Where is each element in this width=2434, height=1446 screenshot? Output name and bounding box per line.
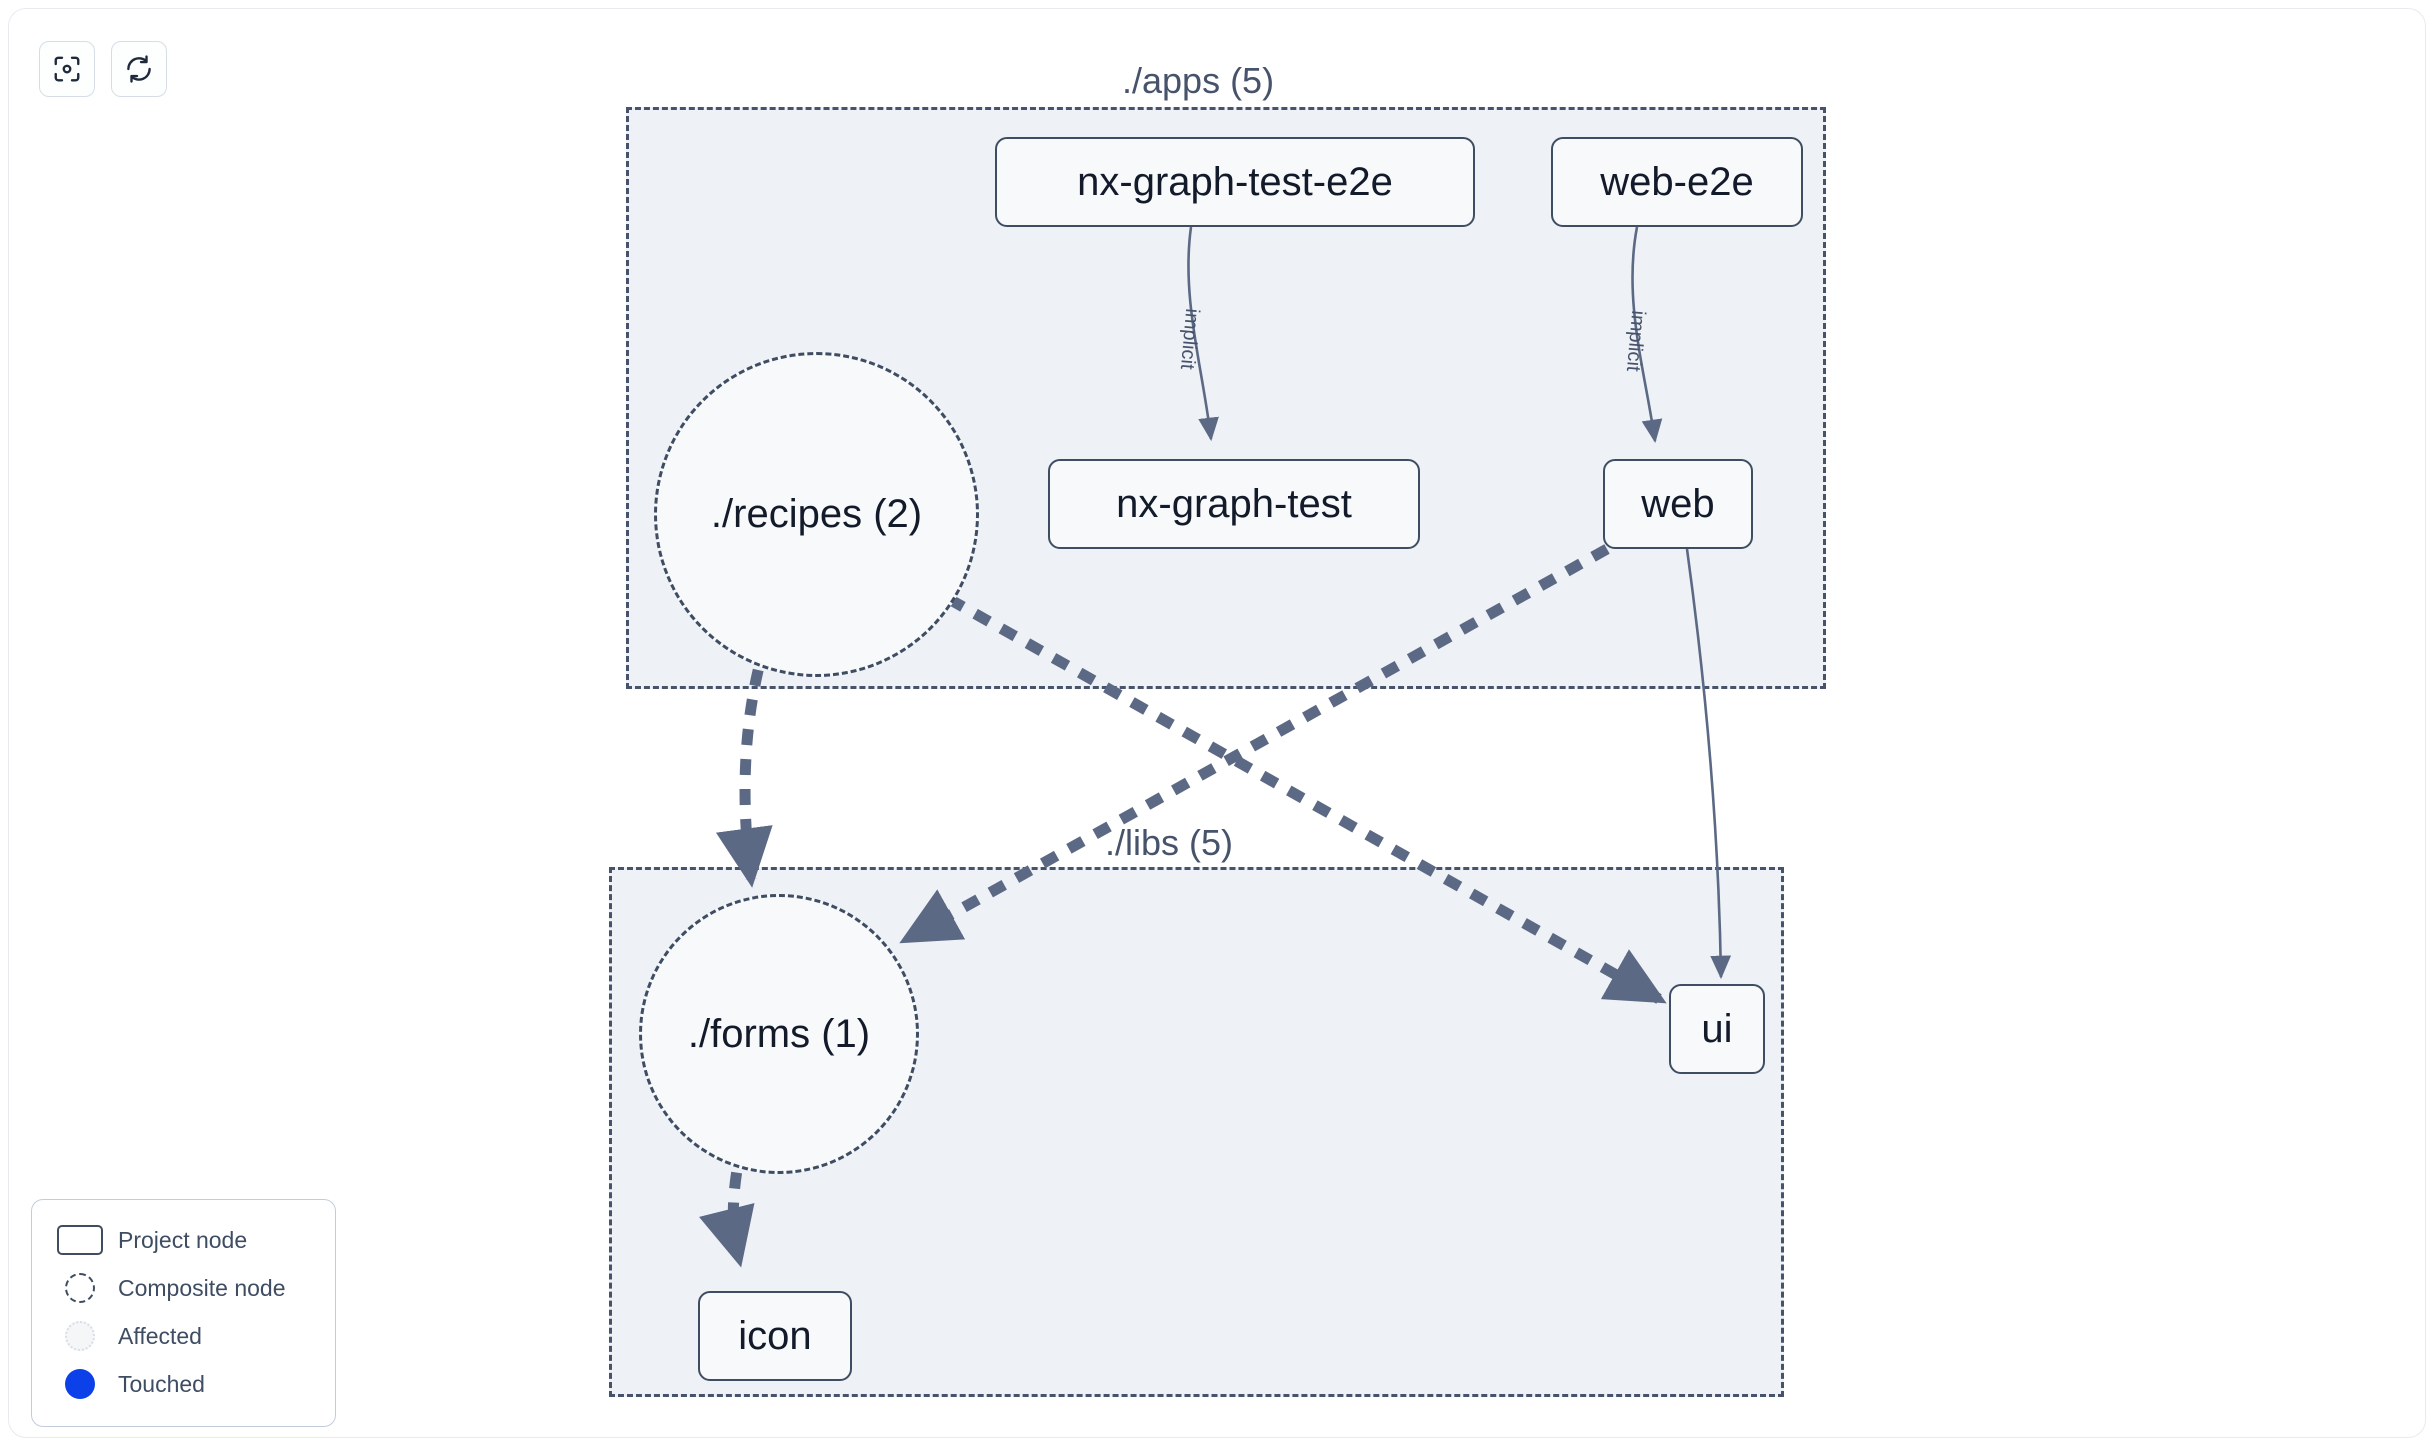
project-node-icon[interactable]: icon: [698, 1291, 852, 1381]
project-node-nx-graph-test[interactable]: nx-graph-test: [1048, 459, 1420, 549]
legend-item-touched: Touched: [54, 1360, 317, 1408]
composite-node-swatch: [54, 1271, 106, 1305]
refresh-graph-button[interactable]: [111, 41, 167, 97]
project-node-nx-graph-test-e2e[interactable]: nx-graph-test-e2e: [995, 137, 1475, 227]
composite-node-recipes[interactable]: ./recipes (2): [654, 352, 979, 677]
refresh-icon: [124, 54, 154, 84]
project-node-web[interactable]: web: [1603, 459, 1753, 549]
group-label-apps: ./apps (5): [1122, 60, 1275, 101]
focus-target-icon: [52, 54, 82, 84]
composite-node-forms[interactable]: ./forms (1): [639, 894, 919, 1174]
edge-label-implicit-nx-graph-test: implicit: [1175, 307, 1204, 371]
graph-canvas[interactable]: ./apps (5) ./libs (5): [9, 9, 2425, 1437]
legend-label: Project node: [118, 1226, 248, 1253]
edge-label-implicit-web: implicit: [1621, 309, 1650, 373]
project-node-swatch: [54, 1223, 106, 1257]
legend-label: Affected: [118, 1322, 202, 1349]
graph-app-card: ./apps (5) ./libs (5): [8, 8, 2426, 1438]
graph-legend: Project node Composite node Affected Tou…: [31, 1199, 336, 1427]
legend-item-project-node: Project node: [54, 1216, 317, 1264]
focus-graph-button[interactable]: [39, 41, 95, 97]
touched-swatch: [54, 1367, 106, 1401]
legend-label: Composite node: [118, 1274, 286, 1301]
legend-item-composite-node: Composite node: [54, 1264, 317, 1312]
legend-label: Touched: [118, 1370, 205, 1397]
graph-toolbar: [39, 41, 167, 97]
group-label-libs: ./libs (5): [1105, 822, 1234, 863]
project-node-web-e2e[interactable]: web-e2e: [1551, 137, 1803, 227]
affected-swatch: [54, 1319, 106, 1353]
project-node-ui[interactable]: ui: [1669, 984, 1765, 1074]
legend-item-affected: Affected: [54, 1312, 317, 1360]
